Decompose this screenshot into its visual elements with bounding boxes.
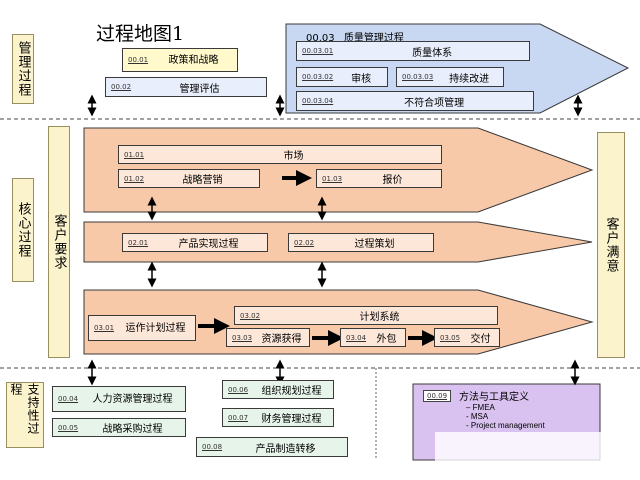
process-box-03-02[interactable]: 03.02 计划系统 [234,306,498,325]
label-00-09: 方法与工具定义 [459,392,530,403]
label-management-process: 管理过程 [12,34,34,104]
process-box-00-01[interactable]: 00.01 政策和战略 [122,48,238,72]
label-customer-satisfaction: 客户满意 [597,132,625,358]
process-box-03-01[interactable]: 03.01 运作计划过程 [88,315,196,341]
process-box-00-06[interactable]: 00.06 组织规划过程 [222,380,334,399]
page-title: 过程地图1 [96,23,185,45]
process-box-00-07[interactable]: 00.07 财务管理过程 [222,408,334,427]
process-box-01-01[interactable]: 01.01 市场 [118,145,442,164]
label-core-process: 核心过程 [12,178,34,282]
process-box-00-04[interactable]: 00.04 人力资源管理过程 [52,386,186,412]
label-support-process: 支持性过程 [6,382,44,448]
process-box-03-03[interactable]: 03.03 资源获得 [226,328,310,347]
label-customer-requirement: 客户要求 [48,126,70,358]
process-box-00-02[interactable]: 00.02 管理评估 [105,77,267,97]
process-box-02-01[interactable]: 02.01 产品实现过程 [122,233,268,252]
quality-header-label: 质量管理过程 [343,33,404,44]
code-00-09: 00.09 [423,389,452,402]
quality-header-code: 00.03 [306,33,335,44]
quality-header: 00.03 质量管理过程 [306,29,404,44]
process-box-01-02[interactable]: 01.02 战略营销 [118,169,260,188]
process-box-03-05[interactable]: 03.05 交付 [434,328,500,347]
process-box-00-03-01[interactable]: 00.03.01 质量体系 [296,41,530,61]
tool-item-fmea: – FMEA [466,403,495,412]
process-box-00-08[interactable]: 00.08 产品制造转移 [196,437,348,457]
process-box-00-05[interactable]: 00.05 战略采购过程 [52,418,186,437]
support-fade [435,432,635,480]
process-box-01-03[interactable]: 01.03 报价 [316,169,442,188]
tool-item-project-management: - Project management [466,421,545,430]
process-box-03-04[interactable]: 03.04 外包 [340,328,406,347]
process-box-00-09[interactable]: 00.09 方法与工具定义 – FMEA - MSA - Project man… [418,388,598,448]
process-box-00-09-head: 00.09 方法与工具定义 [418,388,598,403]
process-box-00-03-03[interactable]: 00.03.03 持续改进 [396,67,504,87]
process-box-02-02[interactable]: 02.02 过程策划 [288,233,434,252]
tool-item-msa: - MSA [466,412,489,421]
process-box-00-03-04[interactable]: 00.03.04 不符合项管理 [296,91,534,111]
process-box-00-03-02[interactable]: 00.03.02 审核 [296,67,388,87]
